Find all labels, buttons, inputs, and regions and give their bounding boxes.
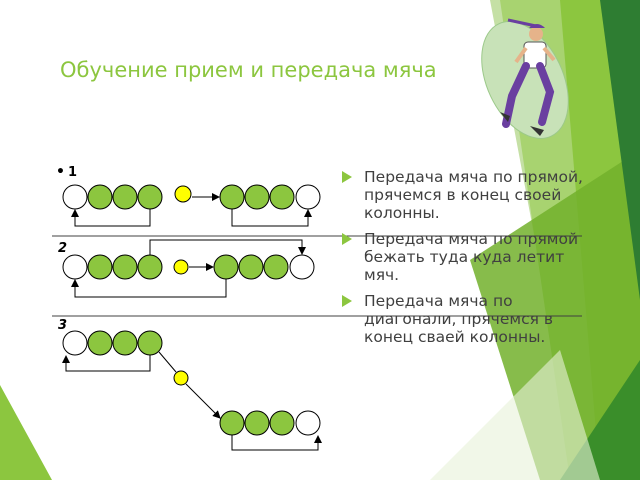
run-arrow (231, 435, 322, 451)
bullet-item: Передача мяча по прямой, прячемся в коне… (342, 168, 592, 222)
player (244, 184, 270, 210)
player (112, 184, 138, 210)
slide-title: Обучение прием и передача мяча (60, 58, 437, 82)
player (137, 254, 163, 280)
diagram-label-1: 1 (68, 165, 77, 180)
empty-position (295, 184, 321, 210)
bullet-arrow-icon (342, 171, 352, 183)
bullet-list: Передача мяча по прямой, прячемся в коне… (342, 168, 592, 354)
run-arrow (62, 355, 151, 372)
ball (173, 259, 189, 275)
left-corner-shape (0, 385, 52, 480)
run-arrow (231, 209, 312, 227)
bullet-text: Передача мяча по прямой, прячемся в коне… (364, 168, 583, 222)
player (269, 184, 295, 210)
bullet-text: Передача мяча по диагонали, прячемся в к… (364, 292, 553, 346)
pass-arrow (158, 351, 177, 373)
run-arrow (71, 279, 227, 298)
empty-position (62, 254, 88, 280)
run-arrow (149, 239, 306, 255)
player (87, 254, 113, 280)
bullet-item: Передача мяча по прямой бежать туда куда… (342, 230, 592, 284)
diagram-bullet: • (56, 164, 65, 180)
run-arrow (71, 209, 151, 227)
empty-position (62, 184, 88, 210)
player (112, 254, 138, 280)
player (213, 254, 239, 280)
player (112, 330, 138, 356)
player (87, 184, 113, 210)
empty-position (295, 410, 321, 436)
drill-diagram-3 (62, 330, 322, 451)
empty-position (62, 330, 88, 356)
ball (174, 185, 192, 203)
bullet-arrow-icon (342, 295, 352, 307)
player (87, 330, 113, 356)
baseball-player-illustration (481, 18, 569, 139)
player (137, 330, 163, 356)
drill-diagram-1 (62, 184, 321, 227)
player (137, 184, 163, 210)
player (263, 254, 289, 280)
bullet-item: Передача мяча по диагонали, прячемся в к… (342, 292, 592, 346)
player (238, 254, 264, 280)
ball (173, 370, 189, 386)
drill-diagram-2 (62, 239, 315, 298)
bullet-text: Передача мяча по прямой бежать туда куда… (364, 230, 579, 284)
diagram-label-2: 2 (58, 241, 67, 256)
player (219, 410, 245, 436)
player (219, 184, 245, 210)
empty-position (289, 254, 315, 280)
pass-arrow (185, 383, 221, 419)
player (244, 410, 270, 436)
player (269, 410, 295, 436)
bullet-arrow-icon (342, 233, 352, 245)
diagram-label-3: 3 (58, 318, 67, 333)
